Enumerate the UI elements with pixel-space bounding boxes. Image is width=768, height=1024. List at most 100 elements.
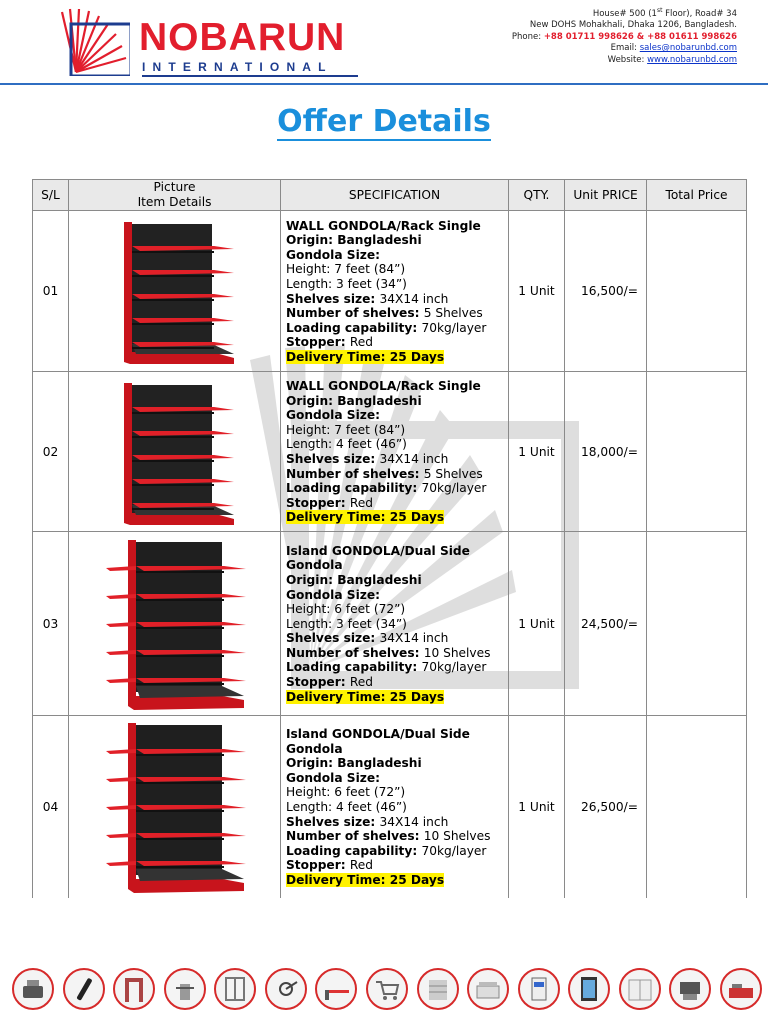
col-header-sl: S/L [32,179,69,211]
metal-detector-wand-icon-glyph [76,978,92,1001]
spec-line: Loading capability: 70kg/layer [286,321,504,336]
spec-label: Island GONDOLA/Dual Side [286,726,470,741]
spec-value: Bangladeshi [337,233,422,248]
delivery-time: Delivery Time: 25 Days [286,872,445,887]
row-picture [68,531,281,716]
beverage-cooler-icon [568,968,611,1010]
spec-line: WALL GONDOLA/Rack Single [286,379,504,394]
spec-line: Number of shelves: 5 Shelves [286,306,504,321]
address-line-2: New DOHS Mohakhali, Dhaka 1206, Banglade… [529,20,737,31]
turnstile-icon [163,968,206,1010]
turnstile-icon-glyph [175,984,194,1000]
spec-value: Height: 7 feet (84”) [286,262,406,277]
gondola-rack-icon-glyph [428,980,447,1000]
spec-line: Shelves size: 34X14 inch [286,815,504,830]
col-header-total-price: Total Price [646,179,747,211]
spec-label: WALL GONDOLA/Rack Single [286,379,481,394]
spec-label: WALL GONDOLA/Rack Single [286,218,481,233]
boom-barrier-icon [315,968,358,1010]
spec-line: Height: 7 feet (84”) [286,262,504,277]
spec-value: 5 Shelves [423,306,483,321]
display-freezer-icon-glyph [476,982,500,999]
walkthrough-gate-icon [113,968,156,1010]
spec-line: Gondola [286,742,504,757]
spec-line: Height: 6 feet (72”) [286,602,504,617]
row-serial: 01 [32,210,69,372]
pos-terminal-icon [669,968,712,1010]
row-qty: 1 Unit [508,715,565,898]
row-picture [68,371,281,532]
spec-value: 5 Shelves [423,466,483,481]
spec-label: Shelves size: [286,814,380,829]
spec-line: Height: 7 feet (84”) [286,423,504,438]
col-header-qty: QTY. [508,179,565,211]
page-title: Offer Details [277,104,491,141]
email-link[interactable]: sales@nobarunbd.com [639,43,737,54]
shopping-trolley-icon-glyph [375,981,400,1000]
spec-line: Origin: Bangladeshi [286,233,504,248]
spec-label: Origin: [286,393,338,408]
spec-value: Length: 4 feet (46”) [286,437,407,452]
spec-line: Loading capability: 70kg/layer [286,660,504,675]
cold-room-icon-glyph [628,979,652,1001]
display-freezer-icon [467,968,510,1010]
address-line-1: House# 500 (1st Floor), Road# 34 [592,7,737,19]
row-total-price [646,715,747,898]
row-qty: 1 Unit [508,210,565,372]
cash-register-icon [12,968,54,1010]
spec-line: WALL GONDOLA/Rack Single [286,219,504,234]
barrier-arm-icon-glyph [278,981,298,996]
row-total-price [646,531,747,716]
row-serial: 04 [32,715,69,898]
single-gondola-image [123,382,234,525]
brand-underline [142,75,358,77]
spec-line: Number of shelves: 10 Shelves [286,829,504,844]
spec-line: Gondola [286,558,504,573]
row-unit-price: 16,500/= [564,210,647,372]
full-height-turnstile-icon [214,968,257,1010]
spec-label: Stopper: [286,335,350,350]
shopping-trolley-icon [365,968,408,1010]
metal-detector-wand-icon [62,968,105,1010]
spec-value: Length: 4 feet (46”) [286,799,407,814]
cash-register-icon-glyph [23,980,43,998]
col-header-specification: SPECIFICATION [280,179,509,211]
delivery-time: Delivery Time: 25 Days [286,510,445,525]
spec-label: Shelves size: [286,291,380,306]
spec-line: Shelves size: 34X14 inch [286,292,504,307]
delivery-time: Delivery Time: 25 Days [286,349,445,364]
spec-value: Bangladeshi [337,572,422,587]
spec-line: Gondola Size: [286,771,504,786]
spec-label: Origin: [286,572,338,587]
spec-value: 34X14 inch [379,631,449,646]
email-line: Email: sales@nobarunbd.com [610,43,737,54]
header-divider [0,83,768,85]
col-header-unit-price: Unit PRICE [564,179,647,211]
phone-line: Phone: +88 01711 998626 & +88 01611 9986… [511,31,737,42]
spec-label: Loading capability: [286,320,422,335]
dual-gondola-image [105,722,246,893]
spec-label: Gondola [286,741,343,756]
spec-label: Stopper: [286,675,350,690]
spec-line: Shelves size: 34X14 inch [286,631,504,646]
spec-value: 10 Shelves [423,829,491,844]
row-picture [68,210,281,372]
spec-value: Bangladeshi [337,393,422,408]
spec-value: 34X14 inch [379,452,449,466]
spec-line: Height: 6 feet (72”) [286,785,504,800]
website-link[interactable]: www.nobarunbd.com [647,54,737,65]
footer-product-icons [12,966,762,1012]
row-qty: 1 Unit [508,531,565,716]
row-unit-price: 26,500/= [564,715,647,898]
row-total-price [646,210,747,372]
row-serial: 02 [32,371,69,532]
spec-value: 34X14 inch [379,814,449,829]
spec-line: Gondola Size: [286,248,504,263]
full-height-turnstile-icon-glyph [225,977,246,1001]
